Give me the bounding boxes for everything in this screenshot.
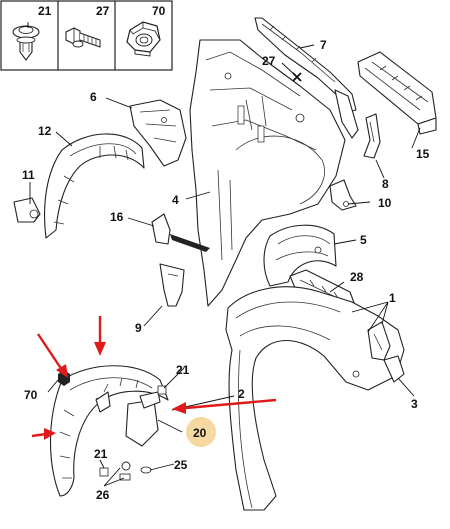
- callout-12: 12: [38, 124, 52, 138]
- highlight-arrows: [31, 316, 277, 440]
- callout-9: 9: [135, 321, 142, 335]
- callout-70: 70: [24, 388, 38, 402]
- callout-6: 6: [90, 90, 97, 104]
- arrow-right: [31, 432, 47, 438]
- fastener-label-27: 27: [96, 4, 110, 18]
- part-7-rail: [254, 17, 359, 139]
- callout-20: 20: [193, 426, 207, 440]
- part-25-26-fasteners: [119, 461, 152, 481]
- part-5-wheel-arch: [263, 224, 337, 287]
- callout-26: 26: [96, 488, 110, 502]
- callout-2: 2: [238, 387, 245, 401]
- part-1-bracket: [367, 321, 391, 361]
- part-4-inner-quarter-panel: [189, 39, 346, 307]
- fastener-label-21: 21: [38, 4, 52, 18]
- part-8-bracket: [363, 113, 381, 159]
- part-16-clip: [151, 213, 210, 252]
- nut-icon: [126, 21, 161, 57]
- part-20-splash-guard: [125, 391, 161, 447]
- callout-20-highlight: [186, 417, 216, 447]
- part-11-bracket: [13, 197, 41, 223]
- part-10-bracket: [329, 179, 357, 211]
- part-12-arch-liner: [44, 133, 145, 239]
- callout-7: 7: [320, 38, 327, 52]
- part-21-clip-upper: [157, 385, 167, 395]
- fastener-legend-box: 21 27 70: [0, 0, 173, 71]
- part-6-bracket: [129, 99, 187, 167]
- callout-1: 1: [389, 291, 396, 305]
- fastener-label-70: 70: [152, 4, 166, 18]
- callout-5: 5: [360, 233, 367, 247]
- callout-15: 15: [416, 147, 430, 161]
- callout-16: 16: [110, 210, 124, 224]
- arrow-diagonal: [37, 333, 63, 371]
- leader-lines: [27, 22, 421, 487]
- part-15-reinforcement: [357, 51, 437, 135]
- callout-27: 27: [262, 54, 276, 68]
- callout-8: 8: [382, 177, 389, 191]
- part-2-outer-quarter-panel: [225, 286, 405, 511]
- arrow-left: [185, 398, 277, 410]
- callout-labels: 7 27 6 12 15 4 11 8 10 16 5 28 9 1 70 21…: [22, 38, 430, 502]
- screw-icon: [65, 27, 101, 48]
- part-3-bracket: [383, 355, 405, 383]
- callout-21-upper: 21: [176, 363, 190, 377]
- push-clip-icon: [12, 25, 40, 61]
- part-21-clip-lower: [99, 467, 109, 477]
- part-9-bracket: [159, 263, 185, 307]
- callout-25: 25: [174, 458, 188, 472]
- callout-3: 3: [411, 397, 418, 411]
- callout-11: 11: [22, 168, 35, 182]
- callout-10: 10: [378, 196, 392, 210]
- callout-21-lower: 21: [94, 447, 108, 461]
- callout-4: 4: [172, 193, 179, 207]
- part-20-arch-liner: [49, 365, 169, 497]
- callout-28: 28: [350, 270, 364, 284]
